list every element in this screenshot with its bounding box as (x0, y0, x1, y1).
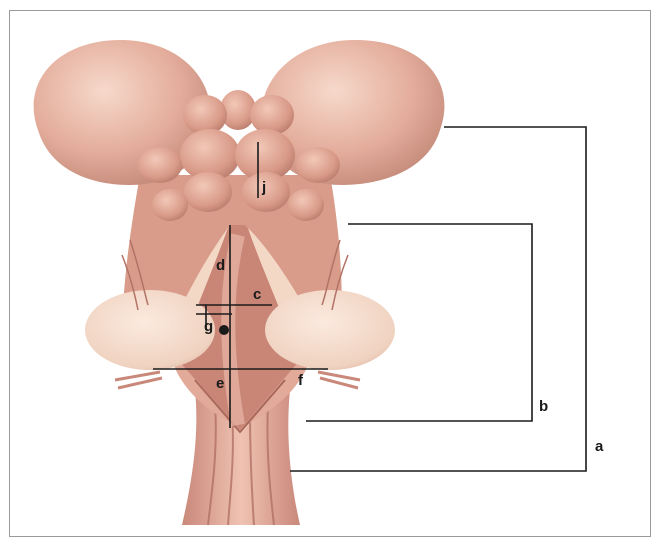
label-c: c (253, 286, 261, 303)
brainstem-illustration (34, 40, 445, 525)
point-marker (219, 325, 229, 335)
label-g: g (204, 318, 213, 335)
label-j: j (261, 179, 266, 196)
label-d: d (216, 257, 225, 274)
label-a: a (595, 438, 604, 455)
label-e: e (216, 375, 224, 392)
label-b: b (539, 398, 548, 415)
